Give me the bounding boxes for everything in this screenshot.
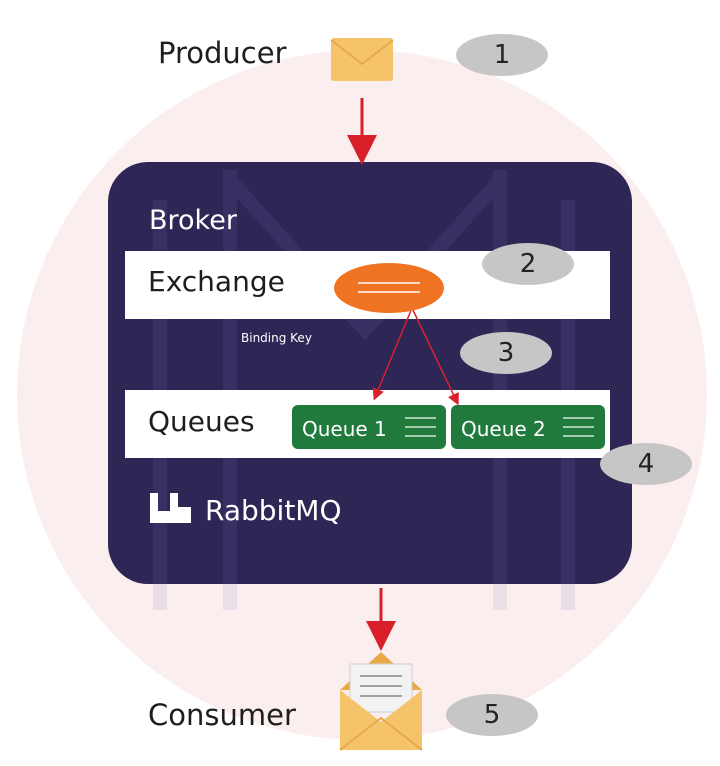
queue-2-box [451,405,605,449]
open-envelope-icon [339,652,423,751]
arrow-exchange-queue2 [411,307,459,406]
rabbitmq-label: RabbitMQ [205,494,342,527]
step-4-badge: 4 [600,443,692,485]
queues-label: Queues [148,405,255,438]
step-3-badge: 3 [460,332,552,374]
consumer-label: Consumer [148,698,296,732]
rabbitmq-logo-icon [150,493,191,523]
broker-label: Broker [149,205,237,236]
queue-1-label: Queue 1 [302,417,387,441]
binding-key-label: Binding Key [241,331,312,345]
step-1-badge: 1 [456,34,548,76]
step-2-badge: 2 [482,243,574,285]
arrow-exchange-queue1 [372,307,413,401]
queue-2-label: Queue 2 [461,417,546,441]
exchange-label: Exchange [148,265,285,298]
producer-label: Producer [158,36,287,70]
queue-1-box [292,405,446,449]
step-5-badge: 5 [446,694,538,736]
exchange-icon [334,263,444,313]
envelope-icon [330,38,394,81]
